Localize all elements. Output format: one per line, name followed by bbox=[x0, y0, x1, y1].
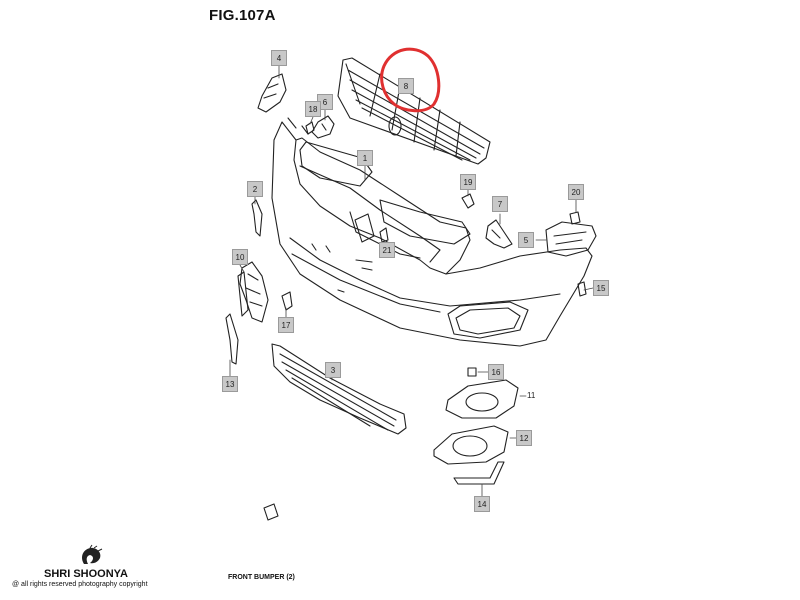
bracket-small bbox=[311, 115, 335, 139]
bracket-left-upper bbox=[257, 73, 287, 113]
callout-2: 2 bbox=[247, 181, 263, 197]
callout-12: 12 bbox=[516, 430, 532, 446]
side-strip-2 bbox=[251, 199, 263, 237]
callout-18: 18 bbox=[305, 101, 321, 117]
callout-1: 1 bbox=[357, 150, 373, 166]
callout-13: 13 bbox=[222, 376, 238, 392]
fog-bezel-12 bbox=[433, 425, 509, 465]
trim-14 bbox=[453, 461, 505, 485]
clip-19 bbox=[461, 193, 475, 209]
trim-strip-13 bbox=[225, 313, 239, 365]
callout-14: 14 bbox=[474, 496, 490, 512]
fog-bezel-11 bbox=[445, 379, 519, 419]
callout-11: 11 bbox=[527, 391, 536, 400]
clip-17 bbox=[281, 291, 293, 311]
callout-5: 5 bbox=[518, 232, 534, 248]
lion-logo-icon bbox=[82, 544, 103, 564]
clip-20 bbox=[569, 211, 581, 225]
callout-21: 21 bbox=[379, 242, 395, 258]
callout-3: 3 bbox=[325, 362, 341, 378]
side-bracket-10 bbox=[237, 261, 269, 323]
callout-4: 4 bbox=[271, 50, 287, 66]
clip-15 bbox=[577, 281, 587, 297]
callout-20: 20 bbox=[568, 184, 584, 200]
copyright-text: @ all rights reserved photography copyri… bbox=[12, 581, 148, 588]
callout-10: 10 bbox=[232, 249, 248, 265]
callout-19: 19 bbox=[460, 174, 476, 190]
upper-grille bbox=[337, 57, 491, 165]
bracket-5 bbox=[545, 221, 597, 257]
lower-grille bbox=[271, 343, 407, 435]
callout-15: 15 bbox=[593, 280, 609, 296]
callout-17: 17 bbox=[278, 317, 294, 333]
clip-21 bbox=[379, 227, 389, 243]
highlight-circle bbox=[380, 47, 441, 113]
figure-title: FIG.107A bbox=[209, 7, 276, 24]
clip-lower bbox=[263, 503, 279, 521]
callout-16: 16 bbox=[488, 364, 504, 380]
callout-8: 8 bbox=[398, 78, 414, 94]
figure-caption: FRONT BUMPER (2) bbox=[228, 574, 295, 581]
brand-name: SHRI SHOONYA bbox=[44, 568, 128, 580]
bracket-7 bbox=[485, 219, 513, 249]
leader-lines bbox=[229, 65, 594, 497]
bolt-16 bbox=[467, 367, 477, 377]
bumper-cover bbox=[271, 117, 593, 347]
callout-7: 7 bbox=[492, 196, 508, 212]
